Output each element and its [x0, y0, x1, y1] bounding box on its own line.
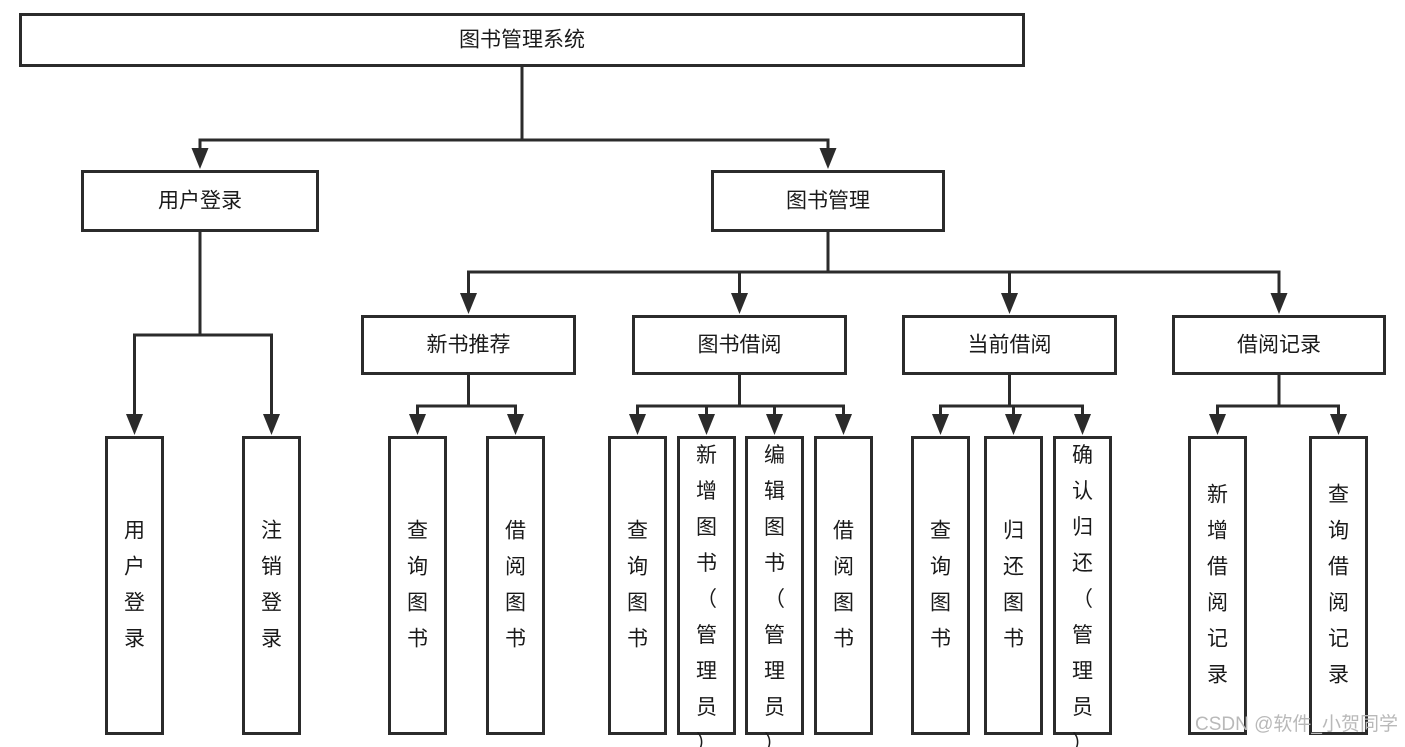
arrow-head-icon [263, 414, 280, 435]
node-label-leaf-return-book: 归还图书 [1003, 520, 1024, 651]
node-box-leaf-return-book [984, 436, 1043, 735]
connector-borrow-record-to-leaf-query-record [1277, 375, 1347, 435]
node-leaf-user-login[interactable]: 用户登录 [105, 436, 164, 735]
arrow-head-icon [460, 293, 477, 314]
node-label-new-book-recommend: 新书推荐 [427, 334, 511, 357]
node-leaf-borrow-book-rec[interactable]: 借阅图书 [486, 436, 545, 735]
watermark-label: CSDN @软件_小贺同学 [1195, 713, 1398, 735]
node-label-leaf-add-record: 新增借阅记录 [1207, 484, 1228, 687]
node-borrow-record[interactable]: 借阅记录 [1172, 315, 1386, 375]
watermark-layer: CSDN @软件_小贺同学 [1195, 713, 1398, 735]
node-box-leaf-add-book [677, 436, 736, 735]
node-label-leaf-query-book-br: 查询图书 [627, 520, 648, 651]
arrow-head-icon [932, 414, 949, 435]
connector-book-borrow-to-leaf-borrow-book-br [738, 375, 852, 435]
node-box-leaf-logout [242, 436, 301, 735]
node-label-leaf-query-book-cur: 查询图书 [930, 520, 951, 651]
connector-user-login-to-leaf-logout [198, 232, 280, 435]
node-box-leaf-user-login [105, 436, 164, 735]
connector-new-book-recommend-to-leaf-borrow-book-rec [467, 375, 524, 435]
node-label-book-manage: 图书管理 [786, 190, 870, 213]
node-box-book-borrow [632, 315, 847, 375]
node-leaf-confirm-return[interactable]: 确认归还（管理员） [1053, 436, 1112, 747]
node-current-borrow[interactable]: 当前借阅 [902, 315, 1117, 375]
node-leaf-edit-book[interactable]: 编辑图书（管理员） [745, 436, 804, 747]
node-label-leaf-edit-book: 编辑图书（管理员） [764, 444, 785, 747]
arrow-head-icon [766, 414, 783, 435]
arrow-head-icon [1209, 414, 1226, 435]
node-label-borrow-record: 借阅记录 [1237, 334, 1321, 357]
node-label-leaf-user-login: 用户登录 [124, 520, 145, 651]
node-box-user-login [81, 170, 319, 232]
arrow-head-icon [629, 414, 646, 435]
connector-book-manage-to-book-borrow [731, 232, 830, 314]
connector-root-to-user-login [191, 67, 524, 169]
node-user-login[interactable]: 用户登录 [81, 170, 319, 232]
connector-new-book-recommend-to-leaf-query-book-rec [409, 375, 470, 435]
connector-root-to-book-manage [520, 67, 837, 169]
node-box-leaf-query-book-br [608, 436, 667, 735]
node-label-book-borrow: 图书借阅 [698, 334, 782, 357]
node-label-leaf-borrow-book-br: 借阅图书 [833, 520, 854, 651]
node-leaf-borrow-book-br[interactable]: 借阅图书 [814, 436, 873, 735]
node-box-new-book-recommend [361, 315, 576, 375]
connector-book-manage-to-borrow-record [826, 232, 1288, 314]
node-layer: 图书管理系统用户登录图书管理新书推荐图书借阅当前借阅借阅记录用户登录注销登录查询… [19, 13, 1386, 747]
node-label-leaf-logout: 注销登录 [261, 520, 282, 651]
node-root[interactable]: 图书管理系统 [19, 13, 1025, 67]
node-leaf-logout[interactable]: 注销登录 [242, 436, 301, 735]
node-box-book-manage [711, 170, 945, 232]
node-label-leaf-confirm-return: 确认归还（管理员） [1072, 444, 1093, 747]
node-leaf-add-book[interactable]: 新增图书（管理员） [677, 436, 736, 747]
node-box-leaf-borrow-book-br [814, 436, 873, 735]
node-label-leaf-query-book-rec: 查询图书 [407, 520, 428, 651]
arrow-head-icon [1270, 293, 1288, 314]
node-leaf-query-record[interactable]: 查询借阅记录 [1309, 436, 1368, 735]
connector-current-borrow-to-leaf-query-book-cur [932, 375, 1011, 435]
node-box-leaf-add-record [1188, 436, 1247, 735]
node-leaf-query-book-rec[interactable]: 查询图书 [388, 436, 447, 735]
arrow-head-icon [507, 414, 524, 435]
arrow-head-icon [409, 414, 426, 435]
node-box-leaf-query-record [1309, 436, 1368, 735]
node-new-book-recommend[interactable]: 新书推荐 [361, 315, 576, 375]
node-box-leaf-query-book-cur [911, 436, 970, 735]
arrow-head-icon [1074, 414, 1091, 435]
node-book-borrow[interactable]: 图书借阅 [632, 315, 847, 375]
node-box-current-borrow [902, 315, 1117, 375]
node-label-leaf-borrow-book-rec: 借阅图书 [505, 520, 526, 651]
node-leaf-query-book-cur[interactable]: 查询图书 [911, 436, 970, 735]
arrow-head-icon [731, 293, 748, 314]
connector-user-login-to-leaf-user-login [126, 232, 202, 435]
node-book-manage[interactable]: 图书管理 [711, 170, 945, 232]
arrow-head-icon [835, 414, 852, 435]
node-label-leaf-query-record: 查询借阅记录 [1328, 484, 1349, 687]
node-box-leaf-query-book-rec [388, 436, 447, 735]
node-box-borrow-record [1172, 315, 1386, 375]
node-label-leaf-add-book: 新增图书（管理员） [696, 444, 717, 747]
node-leaf-query-book-br[interactable]: 查询图书 [608, 436, 667, 735]
arrow-head-icon [698, 414, 715, 435]
node-box-leaf-borrow-book-rec [486, 436, 545, 735]
arrow-head-icon [191, 148, 209, 169]
node-label-current-borrow: 当前借阅 [968, 334, 1052, 357]
node-label-user-login: 用户登录 [158, 190, 242, 213]
connector-borrow-record-to-leaf-add-record [1209, 375, 1281, 435]
arrow-head-icon [1001, 293, 1018, 314]
node-leaf-add-record[interactable]: 新增借阅记录 [1188, 436, 1247, 735]
connector-layer [126, 67, 1347, 435]
node-leaf-return-book[interactable]: 归还图书 [984, 436, 1043, 735]
arrow-head-icon [1330, 414, 1347, 435]
arrow-head-icon [126, 414, 143, 435]
node-label-root: 图书管理系统 [459, 29, 585, 52]
node-box-leaf-confirm-return [1053, 436, 1112, 735]
arrow-head-icon [1005, 414, 1022, 435]
node-box-root [19, 13, 1025, 67]
connector-current-borrow-to-leaf-confirm-return [1008, 375, 1091, 435]
arrow-head-icon [819, 148, 837, 169]
node-box-leaf-edit-book [745, 436, 804, 735]
